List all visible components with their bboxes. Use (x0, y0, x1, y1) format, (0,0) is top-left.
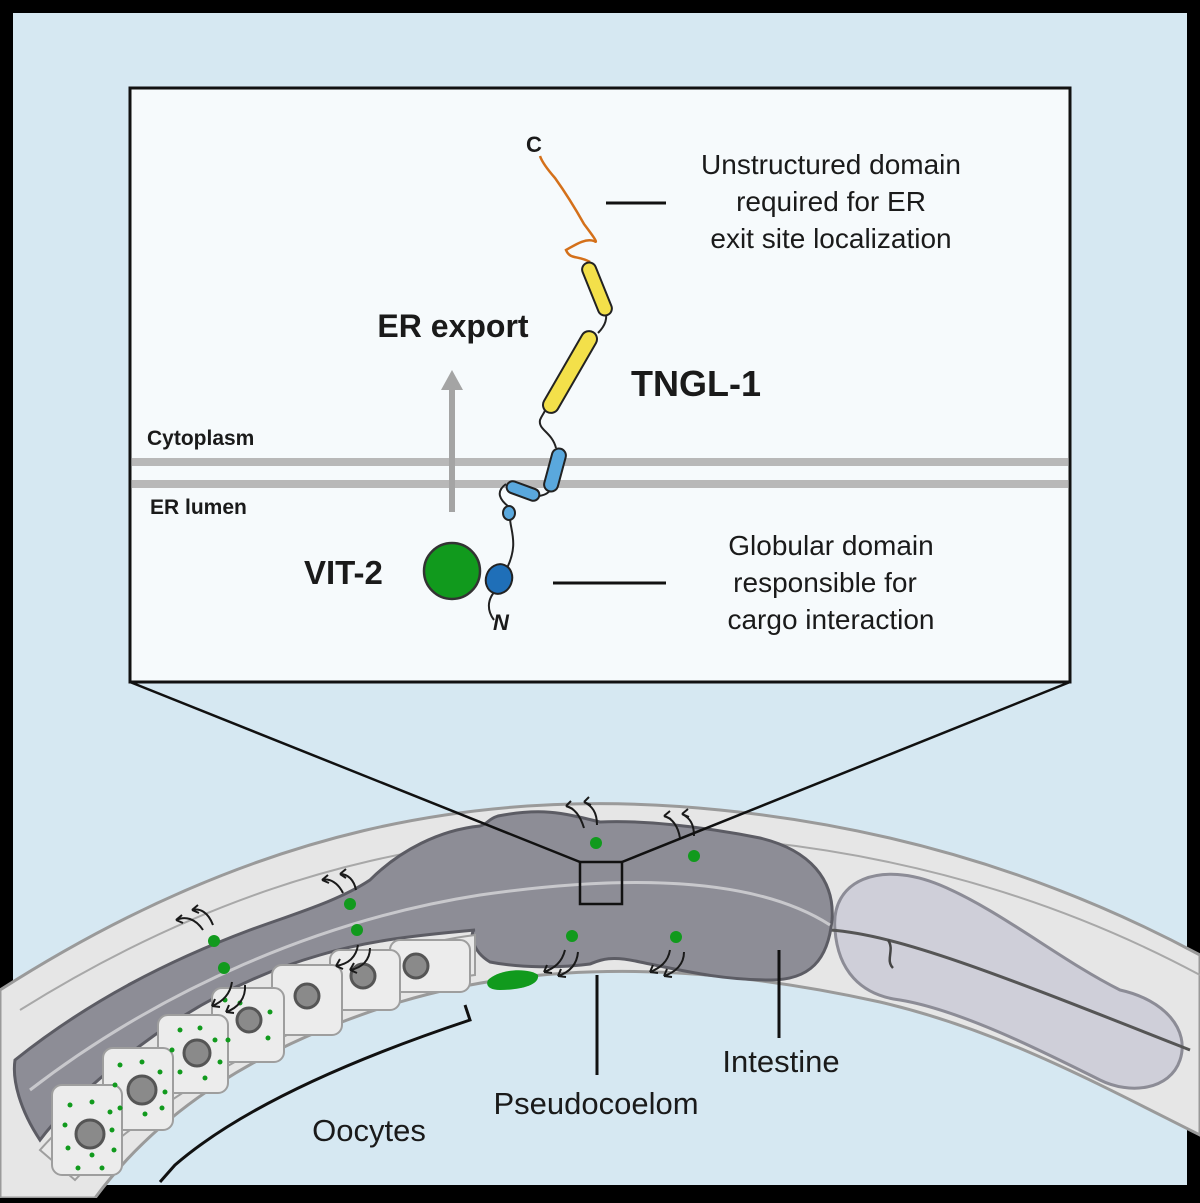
intestine (12, 810, 834, 1143)
small-helix (502, 505, 516, 521)
coiled-coil-short (581, 261, 613, 317)
globular-desc-line3: cargo interaction (727, 604, 934, 635)
protein-name-label: TNGL-1 (631, 363, 761, 404)
intestine-label: Intestine (722, 1044, 839, 1079)
c-terminus-label: C (526, 132, 542, 157)
er-export-arrow (441, 370, 463, 512)
zoom-line-left (129, 680, 581, 864)
globular-domain (484, 563, 514, 595)
unstructured-tail (538, 155, 598, 264)
n-terminus-label: N (493, 610, 510, 635)
unstructured-desc-line3: exit site localization (710, 223, 951, 254)
secretion-arrows (175, 796, 695, 1014)
unstructured-desc-line1: Unstructured domain (701, 149, 961, 180)
oocyte-cells (51, 939, 471, 1176)
inset: C N ER export TNGL-1 VIT-2 Cytoplasm ER … (128, 86, 1072, 684)
coiled-coil-long (542, 330, 598, 414)
intestine-cargo-dots (208, 837, 700, 974)
amphipathic-helix (505, 480, 541, 502)
zoom-line-right (621, 680, 1071, 864)
cargo-pool (487, 970, 539, 990)
globular-desc-line1: Globular domain (728, 530, 933, 561)
cytoplasm-label: Cytoplasm (147, 427, 254, 450)
unstructured-desc-line2: required for ER (736, 186, 926, 217)
vit2-cargo (422, 541, 482, 601)
cargo-name-label: VIT-2 (304, 554, 383, 591)
er-export-label: ER export (377, 308, 528, 344)
pseudocoelom-label: Pseudocoelom (493, 1086, 698, 1121)
er-lumen-label: ER lumen (150, 496, 247, 519)
transmembrane-helix (543, 447, 567, 493)
zoom-box (578, 860, 624, 906)
worm (0, 796, 1200, 1200)
oocytes-label: Oocytes (312, 1113, 426, 1148)
oocytes-bracket (158, 1004, 472, 1183)
tngl1-protein (484, 155, 613, 621)
globular-desc-line2: responsible for (733, 567, 917, 598)
pharynx (833, 872, 1184, 1090)
